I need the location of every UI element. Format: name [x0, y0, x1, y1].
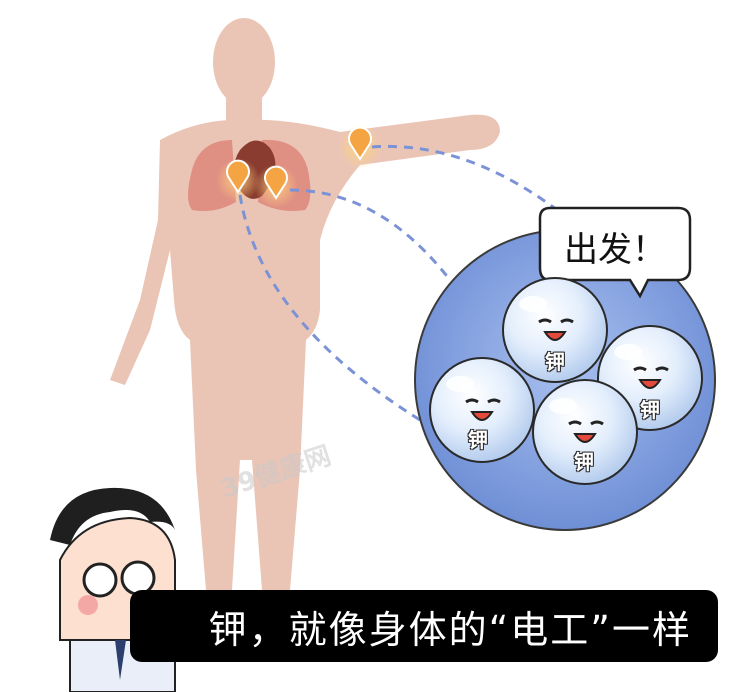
potassium-label: 钾 [640, 398, 660, 422]
dashed-path [238, 144, 571, 422]
potassium-label: 钾 [545, 350, 565, 374]
location-pin-icon [226, 126, 372, 200]
caption-bar: 钾，就像身体的“电工”一样 [130, 590, 718, 662]
human-silhouette [110, 18, 500, 590]
potassium-label: 钾 [468, 428, 488, 452]
potassium-label: 钾 [574, 450, 594, 474]
caption-text: 钾，就像身体的“电工”一样 [208, 607, 692, 652]
speech-bubble-text: 出发！ [564, 230, 666, 270]
